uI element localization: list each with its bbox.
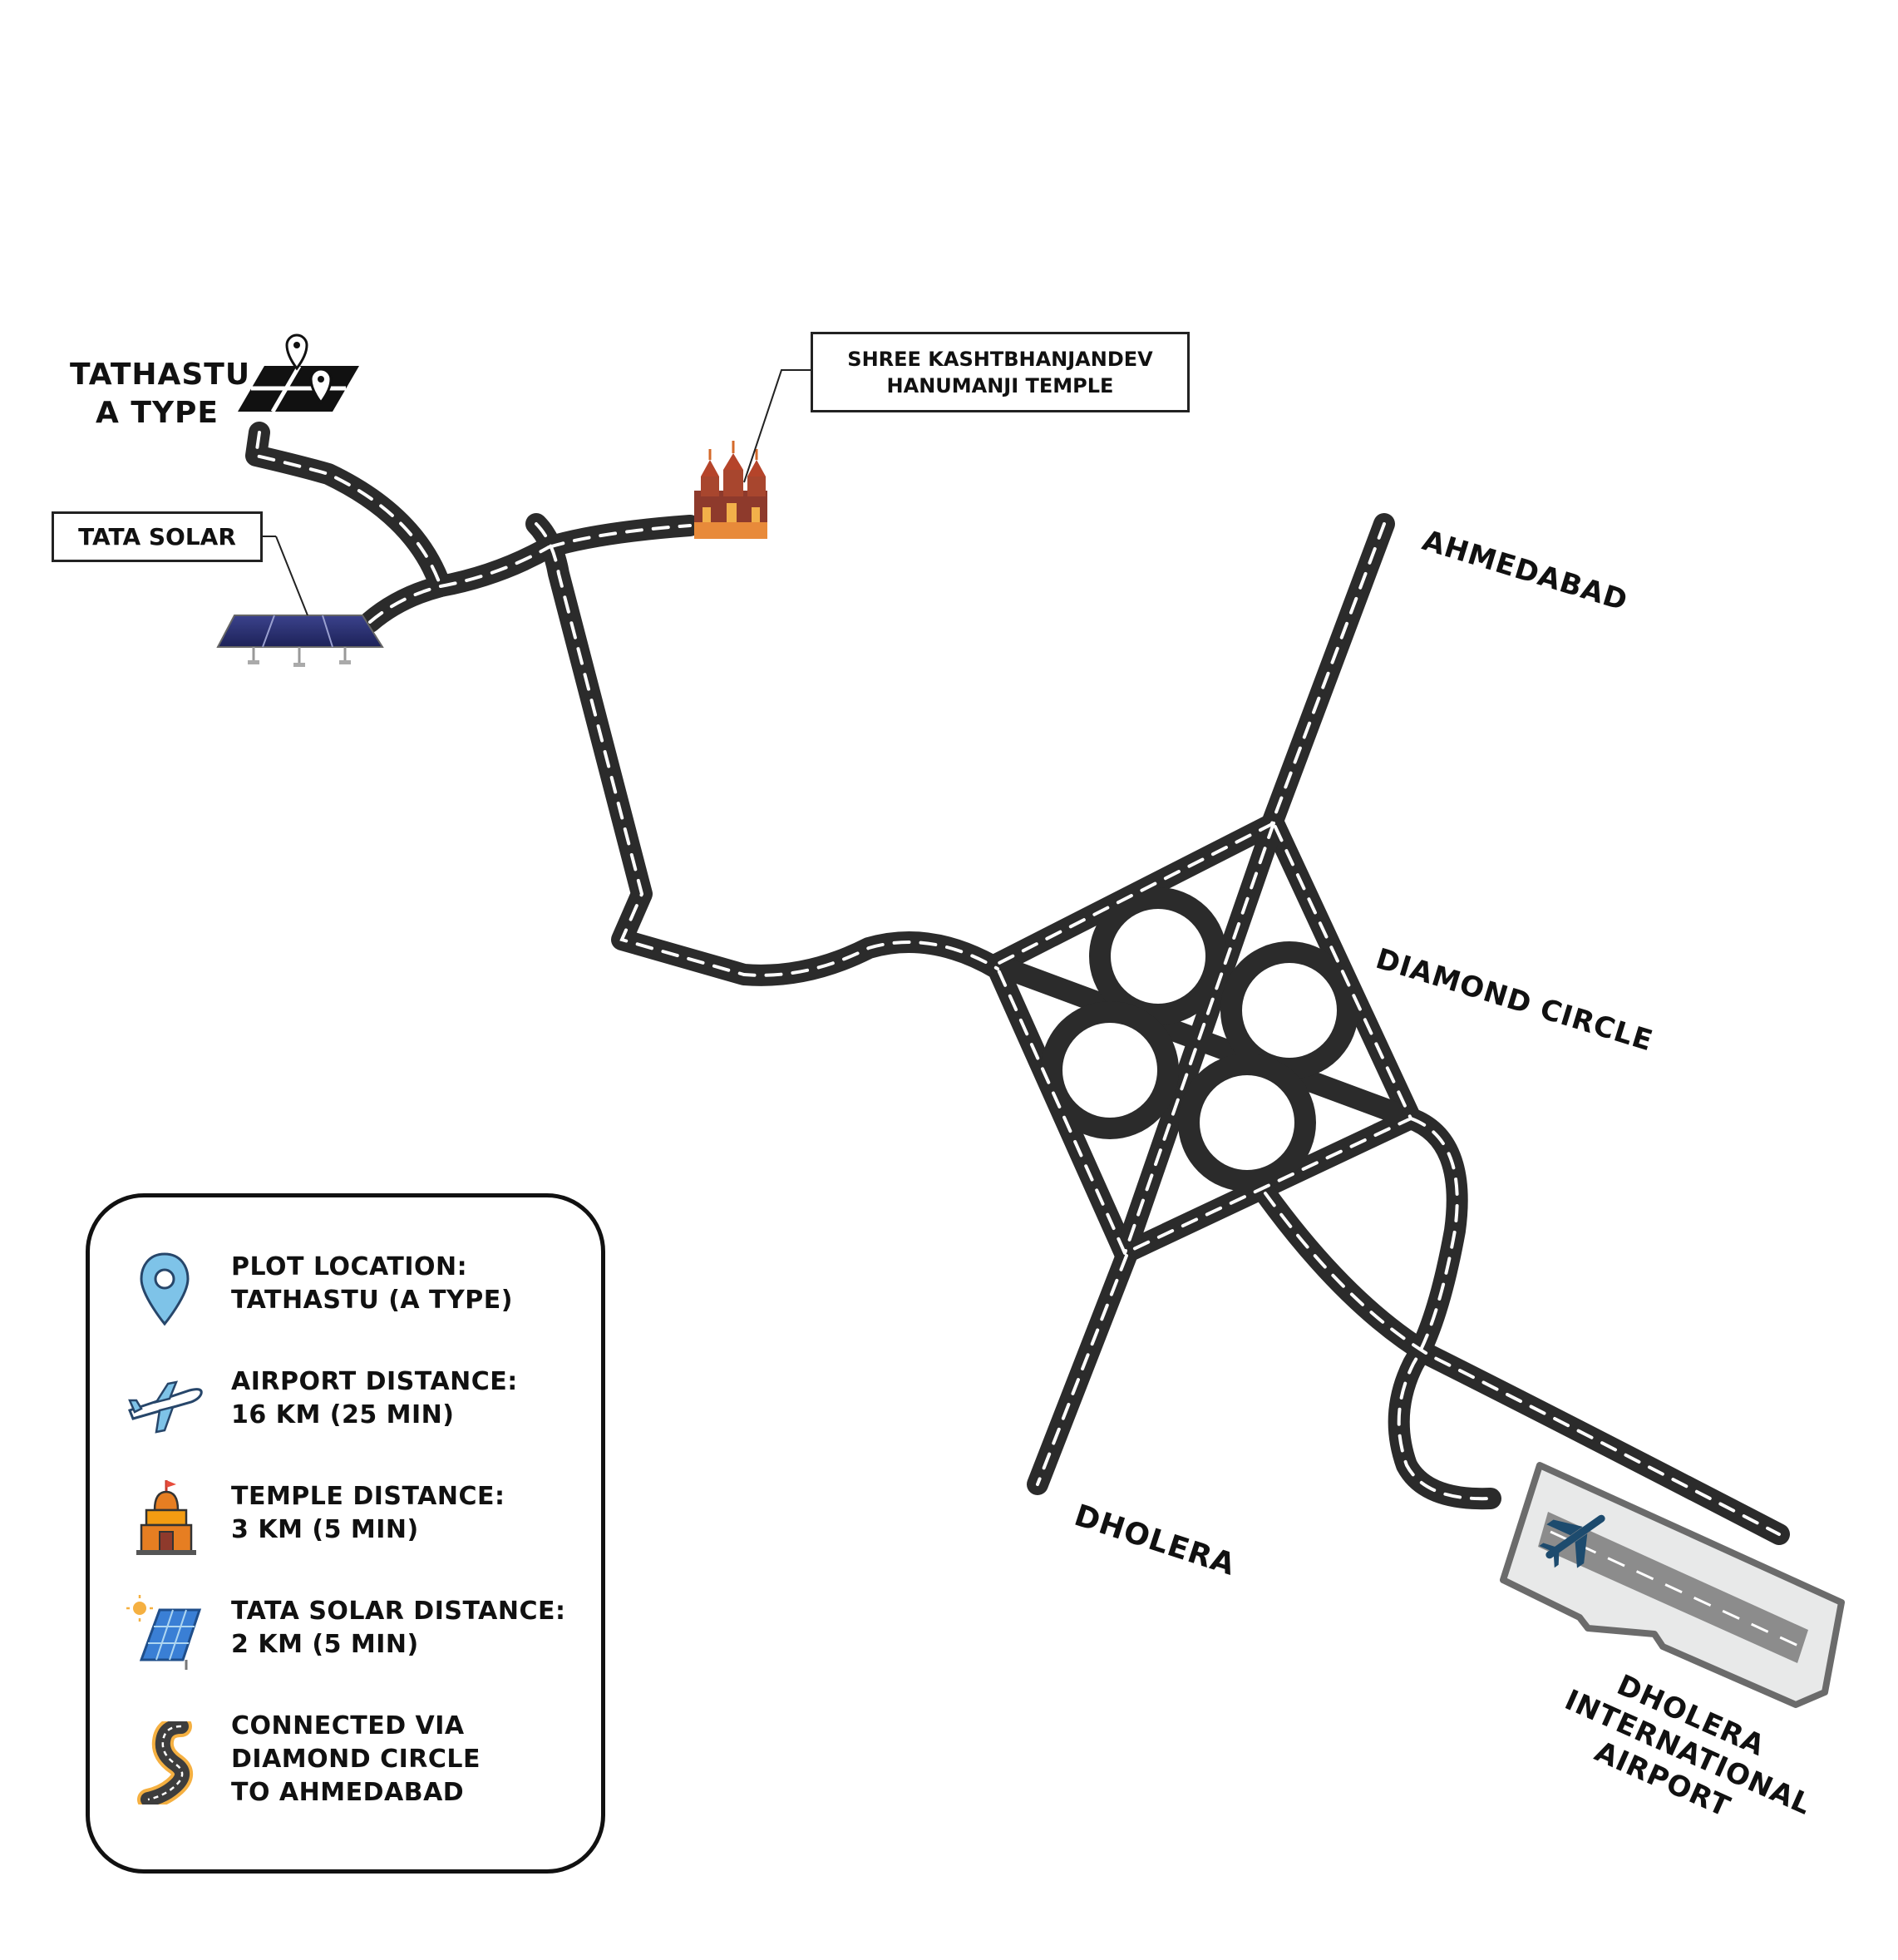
road-markings (254, 431, 1781, 1536)
temple-box: SHREE KASHTBHANJANDEV HANUMANJI TEMPLE (811, 332, 1190, 412)
legend-item-airport: AIRPORT DISTANCE: 16 KM (25 MIN) (90, 1362, 601, 1454)
road-airport (1255, 1182, 1790, 1545)
plot-label: TATHASTU A TYPE (70, 358, 251, 430)
loop-right (1220, 941, 1358, 1079)
loop-top (1089, 887, 1227, 1025)
temple-leader (743, 369, 811, 483)
airplane-icon (128, 1380, 203, 1434)
loop-left (1041, 1001, 1179, 1139)
legend-item-solar: TATA SOLAR DISTANCE: 2 KM (5 MIN) (90, 1592, 601, 1683)
legend-text-plot: PLOT LOCATION: TATHASTU (A TYPE) (231, 1252, 513, 1315)
plot-map-icon (238, 333, 359, 413)
tata-solar-box: TATA SOLAR (52, 511, 263, 562)
airport-icon (1500, 1462, 1845, 1708)
legend-text-solar: TATA SOLAR DISTANCE: 2 KM (5 MIN) (231, 1597, 566, 1659)
solar-panel-icon (216, 615, 384, 667)
plane-icon (1539, 1514, 1605, 1568)
diamond-diagonal-2 (985, 954, 1422, 1129)
legend-item-plot: PLOT LOCATION: TATHASTU (A TYPE) (90, 1247, 601, 1339)
legend-box: PLOT LOCATION: TATHASTU (A TYPE) AIRPORT… (86, 1193, 605, 1874)
map-pin-icon (140, 1252, 190, 1326)
solar-panel-icon (126, 1595, 202, 1670)
legend-item-road: CONNECTED VIA DIAMOND CIRCLE TO AHMEDABA… (90, 1706, 601, 1807)
legend-text-airport: AIRPORT DISTANCE: 16 KM (25 MIN) (231, 1367, 518, 1429)
road-solar (359, 536, 560, 633)
temple-icon (694, 441, 767, 539)
tata-solar-leader (275, 536, 308, 616)
legend-item-temple: TEMPLE DISTANCE: 3 KM (5 MIN) (90, 1477, 601, 1568)
loop-bottom (1178, 1054, 1316, 1192)
legend-text-temple: TEMPLE DISTANCE: 3 KM (5 MIN) (231, 1482, 505, 1544)
temple-icon (136, 1480, 196, 1555)
road-main (525, 513, 1008, 986)
road-airport-loop (1388, 1108, 1501, 1510)
legend-text-road: CONNECTED VIA DIAMOND CIRCLE TO AHMEDABA… (231, 1711, 481, 1807)
road-plot (245, 422, 451, 597)
road-icon (137, 1721, 193, 1804)
